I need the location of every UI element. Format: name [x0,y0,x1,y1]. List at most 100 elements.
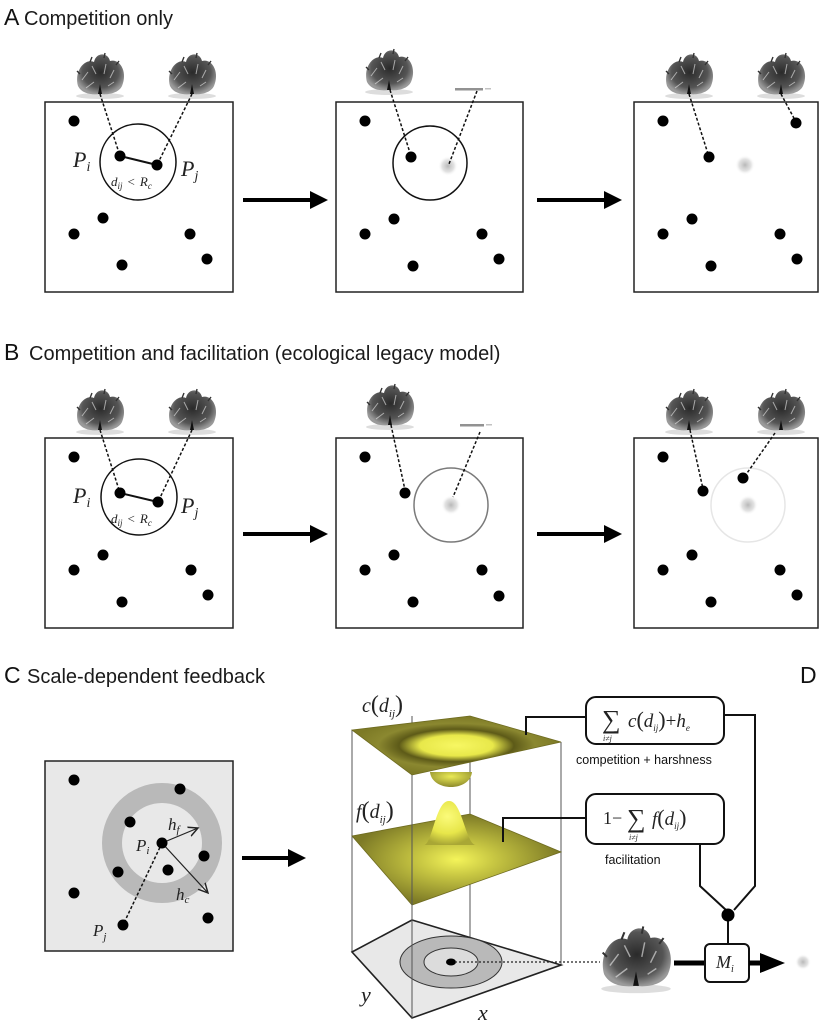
label-pj: Pj [180,493,198,521]
plant-dot [184,228,196,240]
formula-facilitation: f(dij) [652,805,686,831]
link-line [744,432,776,477]
panel-title-b: Competition and facilitation (ecological… [29,343,500,365]
faded-legacy-circle [710,467,786,543]
axis-label-x: x [477,1000,488,1024]
shrub-icon [364,48,414,96]
dead-shrub-remnant [460,424,492,427]
shrub-icon [664,388,714,436]
link-line [157,429,193,503]
shrub-icon [756,52,806,100]
dead-plant-blur [795,954,811,970]
link-line [689,429,704,490]
link-line [389,89,412,157]
facilitation-box: 1− ∑ i≠j f(dij) [585,793,725,845]
competition-radius-circle [392,125,468,201]
panel-title-a: Competition only [24,8,173,30]
link-line [122,842,163,926]
label-pj: Pj [92,921,106,943]
shrub-icon [365,383,415,431]
plant-dot [68,228,80,240]
sum-subscript: i≠j [603,734,613,743]
dead-plant-blur [738,495,758,515]
plant-dot [97,212,109,224]
label-hf: hf [168,815,182,836]
arrow-a1 [243,191,328,209]
link-line [688,93,710,158]
landscape-box [633,101,819,293]
dead-plant-blur [438,156,458,176]
stage-a2 [335,48,524,293]
distance-line [119,155,158,166]
plants [68,451,214,608]
output-arrow [749,953,785,973]
link-line [780,93,797,123]
competition-radius-circle [99,123,177,201]
label-pj: Pj [180,156,198,184]
dead-shrub-remnant [455,88,491,91]
label-c-dij: c(dij) [362,692,403,720]
junction-dot [721,908,735,922]
one-minus: 1− [603,808,622,828]
plants [657,115,803,272]
plant-dot [116,259,128,271]
landscape-box [44,437,234,629]
plant-dot [114,150,126,162]
panel-b: B Competition and facilitation (ecologic… [4,339,819,629]
competition-harshness-box: ∑ i≠j c(dij)+he [585,696,725,745]
arrow-b1 [243,525,328,543]
sum-symbol: ∑ [602,705,621,734]
plant-dot [201,253,213,265]
caption-competition-harshness: competition + harshness [576,753,712,767]
panel-d: D c(dij) f(dij) y x [350,662,817,1024]
arrow-a2 [537,191,622,209]
panel-title-c: Scale-dependent feedback [27,666,266,688]
mortality-box: Mi [704,943,750,983]
label-pi: Pi [135,836,149,857]
connector-f [502,817,585,842]
arrow-b2 [537,525,622,543]
panel-letter-d: D [800,662,817,688]
landscape-box [44,101,234,293]
shrub-icon [756,388,806,436]
hc-arrow [161,842,208,893]
legacy-radius-circle [413,467,489,543]
distance-line [119,492,159,503]
label-mi: Mi [715,952,734,975]
axis-label-y: y [359,982,371,1007]
landscape-box [335,101,524,293]
arrow-c [242,849,306,867]
facilitation-surface [351,800,563,906]
stage-b1: Pi Pj dij<Rc [44,388,234,629]
landscape-box [335,437,524,629]
shrub-icon [167,388,217,436]
plants [657,451,803,608]
link-line [99,429,121,494]
competition-radius-circle [100,458,178,536]
shrub-icon [75,52,125,100]
stage-a3 [633,52,819,293]
stage-a1: Pi Pj dij<Rc [44,52,234,293]
plant-dot [151,159,163,171]
label-pi: Pi [72,147,90,175]
ground-plane [350,775,564,1019]
plants [359,115,505,272]
plant-dot [68,115,80,127]
stage-b2 [335,383,524,629]
sum-symbol: ∑ [627,804,646,833]
dead-plant-blur [441,495,461,515]
label-pi: Pi [72,483,90,511]
label-condition: dij<Rc [111,174,152,191]
dead-plant-blur [735,155,755,175]
label-condition: dij<Rc [111,511,152,528]
sum-subscript: i≠j [629,833,639,842]
formula-competition: c(dij)+he [628,707,690,733]
panel-c: C Scale-dependent feedback Pi Pj hf hc [4,662,306,952]
shrub-icon [167,52,217,100]
link-line [99,93,121,157]
competition-surface [350,715,562,787]
hf-arrow [161,828,198,844]
link-line [448,90,478,165]
shrub-icon [75,388,125,436]
